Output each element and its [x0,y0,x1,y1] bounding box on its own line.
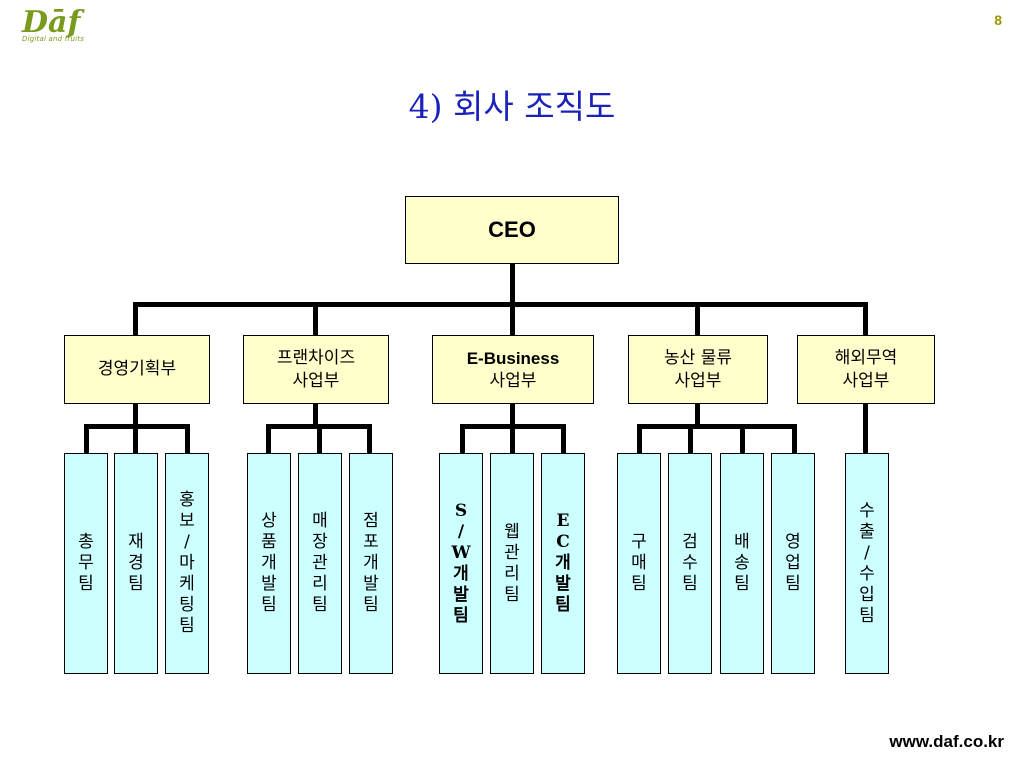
ceo-box: CEO [405,196,619,264]
team-purchasing: 구 매 팀 [617,453,661,674]
team-sw-dev: S / W 개 발 팀 [439,453,483,674]
team-web-mgmt: 웹 관 리 팀 [490,453,534,674]
logo-tagline: Digital and fruits [22,35,85,43]
page-title: 4) 회사 조직도 [408,87,616,126]
team-finance: 재 경 팀 [114,453,158,674]
footer-url: www.daf.co.kr [889,732,1004,751]
dept-e-business: E-Business 사업부 [432,335,594,404]
team-general-affairs: 총 무 팀 [64,453,108,674]
team-product-dev: 상 품 개 발 팀 [247,453,291,674]
team-sales: 영 업 팀 [771,453,815,674]
daf-logo: Dāf Digital and fruits [18,6,94,46]
dept-e-business-subtitle: 사업부 [489,370,537,391]
team-store-mgmt: 매 장 관 리 팀 [298,453,342,674]
team-store-dev: 점 포 개 발 팀 [349,453,393,674]
dept-agri-logistics: 농산 물류 사업부 [628,335,768,404]
dept-overseas-trade: 해외무역 사업부 [797,335,935,404]
team-export-import: 수 출 / 수 입 팀 [845,453,889,674]
page-number: 8 [994,12,1002,28]
logo-wordmark: Dāf [22,5,81,40]
dept-e-business-title: E-Business [466,348,560,368]
team-delivery: 배 송 팀 [720,453,764,674]
dept-franchise: 프랜차이즈 사업부 [243,335,389,404]
team-ec-dev: E C 개 발 팀 [541,453,585,674]
team-pr-marketing: 홍 보 / 마 케 팅 팀 [165,453,209,674]
team-inspection: 검 수 팀 [668,453,712,674]
dept-management-planning: 경영기획부 [64,335,210,404]
